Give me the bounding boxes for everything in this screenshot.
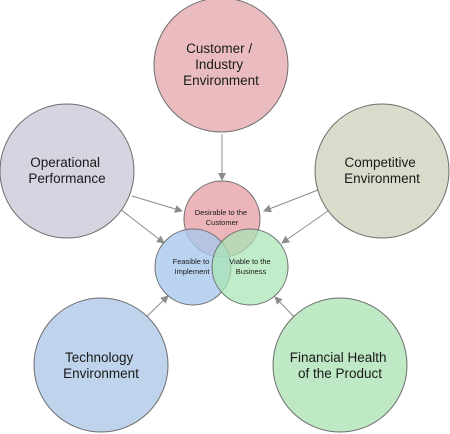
- outer-circle-technology: Technology Environment: [33, 297, 169, 433]
- inner-circle-desirable-line-1: Desirable to the: [195, 208, 248, 217]
- outer-circle-competitive-shape: [314, 103, 450, 239]
- outer-circle-customer: Customer / Industry Environment: [153, 0, 289, 133]
- arrow-operational-to-feasible: [119, 208, 165, 244]
- arrow-competitive-to-desirable: [263, 189, 319, 213]
- outer-circle-operational: Operational Performance: [0, 103, 135, 239]
- outer-circle-customer-line-1: Customer /: [186, 41, 252, 56]
- outer-circle-operational-line-2: Performance: [28, 171, 105, 186]
- outer-circle-customer-line-2: Industry: [195, 57, 243, 72]
- inner-circle-desirable-line-2: Customer: [206, 218, 239, 227]
- outer-circle-customer-label: Customer / Industry Environment: [183, 41, 259, 88]
- outer-circle-competitive-line-2: Environment: [344, 171, 420, 186]
- outer-circle-technology-label: Technology Environment: [63, 350, 139, 381]
- outer-circle-technology-shape: [33, 297, 169, 433]
- inner-circle-viable-label: Viable to the Business: [229, 257, 273, 276]
- arrow-competitive-to-viable: [281, 210, 329, 244]
- outer-circle-operational-line-1: Operational: [30, 155, 100, 170]
- outer-circle-financial-line-2: of the Product: [298, 366, 382, 381]
- outer-circle-technology-line-1: Technology: [65, 350, 134, 365]
- inner-circle-desirable-label: Desirable to the Customer: [195, 208, 250, 227]
- outer-circle-competitive-line-1: Competitive: [344, 155, 415, 170]
- outer-circle-competitive: Competitive Environment: [314, 103, 450, 239]
- inner-circle-feasible-line-2: Implement: [174, 267, 210, 276]
- outer-circle-operational-shape: [0, 103, 135, 239]
- inner-circle-feasible-label: Feasible to Implement: [173, 257, 212, 276]
- outer-circle-financial-label: Financial Health of the Product: [290, 350, 391, 381]
- inner-circle-viable-line-2: Business: [236, 267, 267, 276]
- inner-venn: Desirable to the Customer Feasible to Im…: [154, 180, 289, 306]
- arrow-operational-to-desirable: [131, 195, 183, 213]
- outer-circle-customer-line-3: Environment: [183, 73, 259, 88]
- outer-circle-financial: Financial Health of the Product: [272, 297, 408, 433]
- outer-circle-financial-shape: [272, 297, 408, 433]
- inner-circle-feasible-line-1: Feasible to: [173, 257, 210, 266]
- inner-circle-viable-shape: [211, 228, 289, 306]
- outer-circle-operational-label: Operational Performance: [28, 155, 105, 186]
- outer-circle-technology-line-2: Environment: [63, 366, 139, 381]
- inner-circle-viable-line-1: Viable to the: [229, 257, 271, 266]
- outer-circle-financial-line-1: Financial Health: [290, 350, 387, 365]
- outer-circle-customer-shape: [153, 0, 289, 133]
- outer-circle-competitive-label: Competitive Environment: [344, 155, 420, 186]
